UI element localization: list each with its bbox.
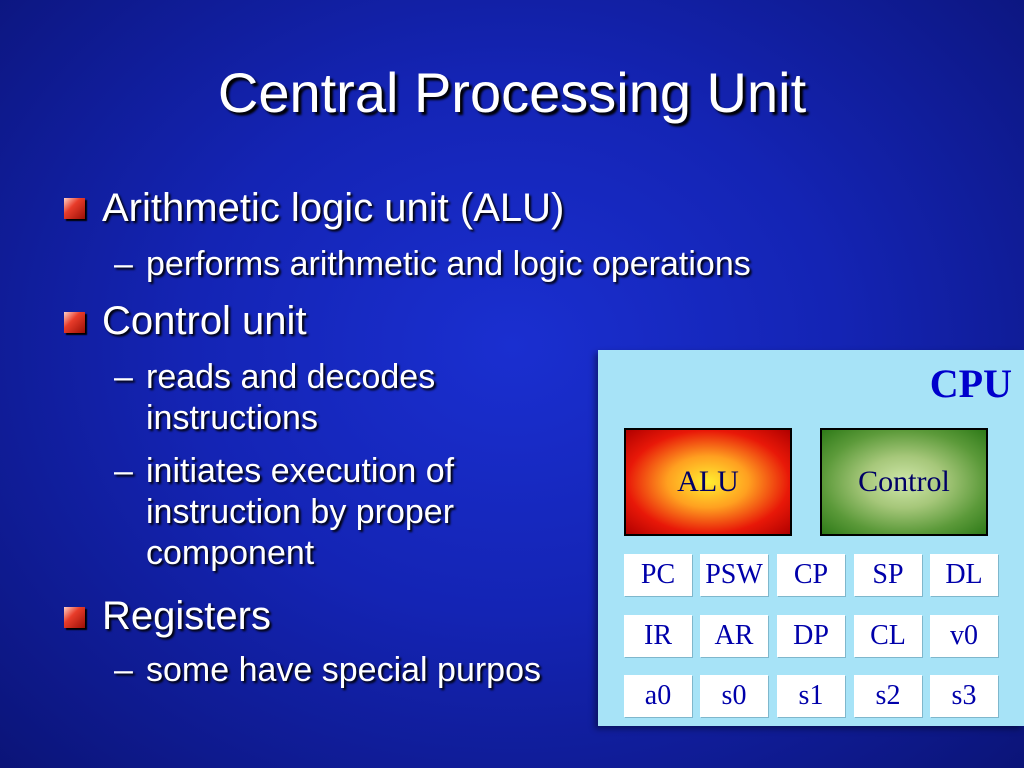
dash-icon: – [114,358,133,396]
register-s2: s2 [854,675,922,717]
slide-title: Central Processing Unit [217,61,807,124]
sub-bullet-text: performs arithmetic and logic operations [146,245,751,283]
register-cl: CL [854,615,922,657]
bullet-registers: Registers [102,594,271,638]
bullet-square-icon [64,198,85,219]
dash-icon: – [114,452,133,490]
sub-bullet-text: some have special purpos [146,651,542,689]
cpu-diagram: CPU ALU Control PC PSW CP SP DL IR AR DP… [598,350,1024,726]
sub-bullet-text: instructions [146,399,318,437]
register-dp: DP [777,615,845,657]
register-sp: SP [854,554,922,596]
register-a0: a0 [624,675,692,717]
register-s3: s3 [930,675,998,717]
register-v0: v0 [930,615,998,657]
register-dl: DL [930,554,998,596]
cpu-label: CPU [929,361,1012,406]
sub-bullet-initiates-execution: –initiates execution of instruction by p… [114,451,454,574]
bullet-square-icon [64,607,85,628]
sub-bullet-reads-decodes: –reads and decodes instructions [114,357,435,439]
dash-icon: – [114,651,133,689]
register-s0: s0 [700,675,768,717]
register-ar: AR [700,615,768,657]
register-ir: IR [624,615,692,657]
sub-bullet-text: reads and decodes [146,358,436,396]
sub-bullet-text: initiates execution of [146,452,455,490]
sub-bullet-text: component [146,534,315,572]
control-block: Control [820,428,988,536]
register-cp: CP [777,554,845,596]
alu-block: ALU [624,428,792,536]
sub-bullet-special-purpose: –some have special purpos [114,650,541,691]
bullet-control-unit: Control unit [102,299,307,343]
sub-bullet-alu: –performs arithmetic and logic operation… [114,244,751,285]
dash-icon: – [114,245,133,283]
register-psw: PSW [700,554,768,596]
bullet-alu: Arithmetic logic unit (ALU) [102,186,565,230]
sub-bullet-text: instruction by proper [146,493,455,531]
register-s1: s1 [777,675,845,717]
bullet-square-icon [64,312,85,333]
register-pc: PC [624,554,692,596]
